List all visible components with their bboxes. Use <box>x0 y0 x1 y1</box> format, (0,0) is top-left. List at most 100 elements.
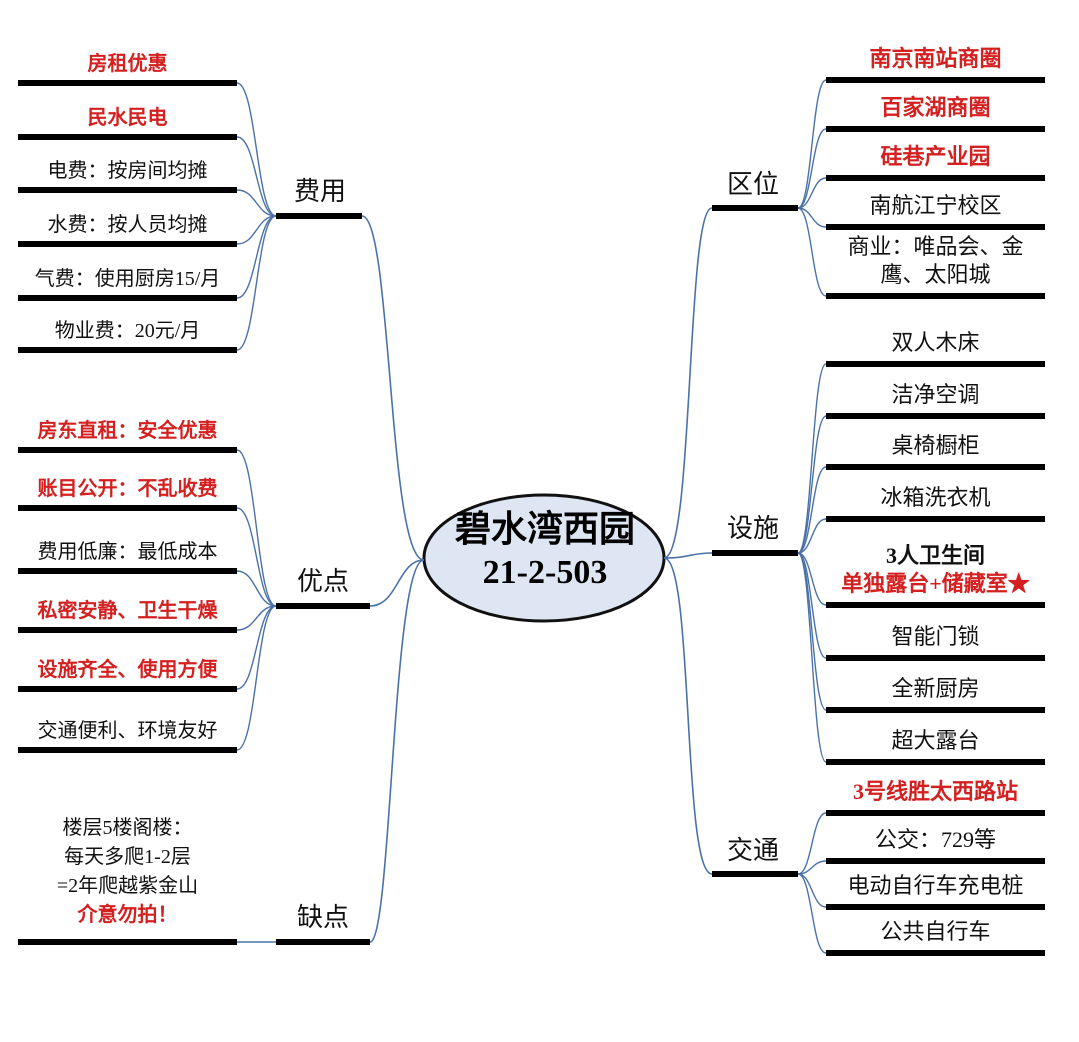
node-facilities-2: 桌椅橱柜 <box>826 432 1045 461</box>
node-pros-1: 账目公开：不乱收费 <box>18 476 237 502</box>
node-location-3: 南航江宁校区 <box>826 192 1045 221</box>
node-transport-2: 电动自行车充电桩 <box>826 872 1045 901</box>
node-facilities-7: 超大露台 <box>826 727 1045 756</box>
node-pros-0: 房东直租：安全优惠 <box>18 418 237 444</box>
connector-facilities <box>797 415 827 554</box>
node-line: 百家湖商圈 <box>880 95 991 121</box>
node-location-4: 商业：唯品会、金鹰、太阳城 <box>826 233 1045 290</box>
branch-label-transport: 交通 <box>726 836 779 865</box>
branch-label-facilities: 设施 <box>726 514 779 543</box>
connector-transport <box>797 873 827 954</box>
connector-main-transport <box>663 557 713 875</box>
center-title: 碧水湾西园 <box>454 509 635 549</box>
connector-main-location <box>663 207 713 559</box>
node-line: 设施齐全、使用方便 <box>37 659 218 681</box>
connector-fees <box>236 82 277 217</box>
connector-location <box>797 207 827 228</box>
connector-pros <box>236 507 277 607</box>
branch-label-pros: 优点 <box>296 567 349 596</box>
connector-main-facilities <box>663 552 713 559</box>
connector-location <box>797 177 827 209</box>
connector-facilities <box>797 363 827 554</box>
connector-fees <box>236 215 277 351</box>
node-fees-1: 民水民电 <box>18 105 237 131</box>
node-pros-2: 费用低廉：最低成本 <box>18 539 237 565</box>
node-line: 电费：按房间均摊 <box>47 160 208 182</box>
node-line: 房东直租：安全优惠 <box>37 420 218 442</box>
node-line: 账目公开：不乱收费 <box>37 478 218 500</box>
connector-location <box>797 207 827 297</box>
node-line: 3号线胜太西路站 <box>852 779 1018 805</box>
node-fees-0: 房租优惠 <box>18 51 237 77</box>
node-location-2: 硅巷产业园 <box>826 143 1045 172</box>
node-line: 硅巷产业园 <box>880 144 991 170</box>
node-line: 南航江宁校区 <box>869 193 1002 219</box>
node-fees-4: 气费：使用厨房15/月 <box>18 266 237 292</box>
node-line: 商业：唯品会、金 <box>847 233 1024 259</box>
connector-fees <box>236 215 277 299</box>
connector-main-cons <box>369 559 425 943</box>
node-line: 双人木床 <box>891 330 980 356</box>
node-fees-3: 水费：按人员均摊 <box>18 212 237 238</box>
connector-fees <box>236 215 277 245</box>
node-line: 气费：使用厨房15/月 <box>34 268 221 290</box>
node-facilities-0: 双人木床 <box>826 329 1045 358</box>
connector-pros <box>236 605 277 751</box>
node-line: 房租优惠 <box>87 53 168 75</box>
node-line: 南京南站商圈 <box>869 46 1002 72</box>
node-line: 洁净空调 <box>891 382 980 408</box>
node-line: 物业费：20元/月 <box>54 320 201 342</box>
node-facilities-3: 冰箱洗衣机 <box>826 484 1045 513</box>
connector-pros <box>236 449 277 607</box>
branch-label-fees: 费用 <box>293 177 346 206</box>
node-transport-1: 公交：729等 <box>826 826 1045 855</box>
connector-facilities <box>797 552 827 659</box>
connector-pros <box>236 605 277 631</box>
node-facilities-4: 3人卫生间单独露台+储藏室★ <box>826 542 1045 599</box>
node-line: 公交：729等 <box>874 827 996 853</box>
node-line: 单独露台+储藏室★ <box>841 571 1030 597</box>
node-facilities-6: 全新厨房 <box>826 675 1045 704</box>
node-facilities-5: 智能门锁 <box>826 623 1045 652</box>
connector-facilities <box>797 552 827 763</box>
node-pros-4: 设施齐全、使用方便 <box>18 657 237 683</box>
node-line: 3人卫生间 <box>885 542 985 568</box>
node-line: 电动自行车充电桩 <box>847 873 1024 899</box>
branch-label-cons: 缺点 <box>296 903 349 932</box>
node-line: 公共自行车 <box>880 919 991 945</box>
node-location-1: 百家湖商圈 <box>826 94 1045 123</box>
connector-transport <box>797 812 827 875</box>
node-line: 私密安静、卫生干燥 <box>37 600 218 622</box>
center-subtitle: 21-2-503 <box>482 553 608 591</box>
node-line: 超大露台 <box>891 728 980 754</box>
node-line: 全新厨房 <box>891 676 980 702</box>
center-node-label: 碧水湾西园 21-2-503 <box>425 508 665 593</box>
node-line: 水费：按人员均摊 <box>47 214 208 236</box>
cons-note-line: =2年爬越紫金山 <box>56 875 199 897</box>
connector-transport <box>797 873 827 908</box>
node-line: 交通便利、环境友好 <box>37 720 218 742</box>
connector-location <box>797 128 827 209</box>
node-pros-3: 私密安静、卫生干燥 <box>18 598 237 624</box>
connector-facilities <box>797 518 827 554</box>
connector-location <box>797 79 827 209</box>
connector-fees <box>236 189 277 217</box>
node-transport-0: 3号线胜太西路站 <box>826 778 1045 807</box>
connector-transport <box>797 860 827 875</box>
node-fees-2: 电费：按房间均摊 <box>18 158 237 184</box>
node-line: 费用低廉：最低成本 <box>37 541 218 563</box>
node-location-0: 南京南站商圈 <box>826 45 1045 74</box>
cons-note-line: 楼层5楼阁楼： <box>62 817 193 839</box>
connector-pros <box>236 605 277 690</box>
node-line: 智能门锁 <box>891 624 980 650</box>
connector-main-pros <box>369 559 425 607</box>
connector-fees <box>236 136 277 217</box>
node-facilities-1: 洁净空调 <box>826 381 1045 410</box>
connector-main-fees <box>361 215 425 561</box>
branch-label-location: 区位 <box>726 170 779 199</box>
node-line: 冰箱洗衣机 <box>880 485 991 511</box>
cons-note-warning: 介意勿拍！ <box>77 904 178 926</box>
node-fees-5: 物业费：20元/月 <box>18 318 237 344</box>
connector-facilities <box>797 466 827 554</box>
